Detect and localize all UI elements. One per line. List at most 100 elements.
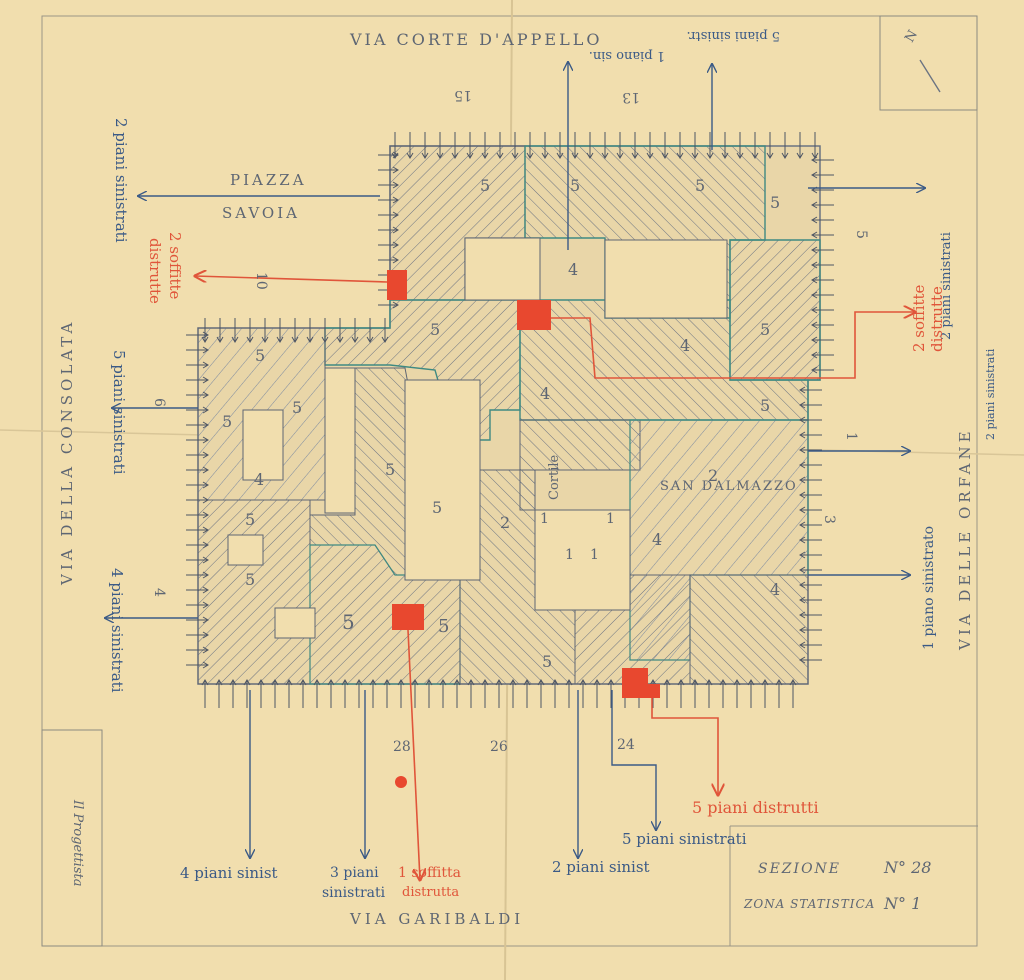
perimeter-tick-head bbox=[421, 152, 429, 159]
piazza-label-line1: PIAZZA bbox=[230, 171, 307, 189]
perimeter-tick-head bbox=[751, 152, 759, 159]
civic-number-5: 5 bbox=[853, 230, 869, 239]
perimeter-tick-head bbox=[216, 336, 224, 343]
perimeter-tick-head bbox=[691, 679, 699, 686]
perimeter-tick-head bbox=[327, 679, 335, 686]
perimeter-tick-head bbox=[691, 152, 699, 159]
perimeter-tick-head bbox=[551, 679, 559, 686]
floor-count: 4 bbox=[540, 384, 551, 403]
perimeter-tick-head bbox=[202, 391, 209, 399]
perimeter-tick-head bbox=[579, 679, 587, 686]
perimeter-tick-head bbox=[202, 526, 209, 534]
perimeter-tick-head bbox=[811, 306, 818, 314]
floor-count: 5 bbox=[245, 570, 256, 589]
floor-count: 5 bbox=[760, 320, 771, 339]
damage-label-top-b: 5 piani sinistr. bbox=[686, 28, 780, 43]
perimeter-tick-head bbox=[202, 376, 209, 384]
perimeter-tick-head bbox=[355, 679, 363, 686]
signature-box bbox=[41, 729, 103, 947]
perimeter-tick-head bbox=[811, 336, 818, 344]
blue-callout-arrows bbox=[105, 62, 925, 858]
north-arrow-line bbox=[919, 59, 941, 93]
perimeter-tick-head bbox=[397, 679, 405, 686]
civic-number-13: 13 bbox=[622, 89, 640, 105]
perimeter-tick-head bbox=[747, 679, 755, 686]
floor-count: 4 bbox=[254, 470, 265, 489]
perimeter-tick-head bbox=[271, 679, 279, 686]
perimeter-tick-head bbox=[799, 566, 806, 574]
perimeter-tick-head bbox=[586, 152, 594, 159]
perimeter-tick-head bbox=[781, 152, 789, 159]
perimeter-tick-head bbox=[202, 556, 209, 564]
north-box bbox=[879, 15, 978, 111]
damage-label-left-top: 2 piani sinistrati bbox=[112, 118, 130, 243]
perimeter-tick-head bbox=[202, 421, 209, 429]
perimeter-tick-head bbox=[565, 679, 573, 686]
floor-count: 4 bbox=[770, 580, 781, 599]
perimeter-tick-head bbox=[229, 679, 237, 686]
floor-count: 4 bbox=[568, 260, 579, 279]
perimeter-tick-head bbox=[392, 166, 399, 174]
perimeter-tick-head bbox=[202, 481, 209, 489]
civic-number-26: 26 bbox=[490, 739, 508, 755]
perimeter-tick-head bbox=[799, 626, 806, 634]
damage-label-right-red-2: distrutte bbox=[928, 286, 946, 352]
perimeter-tick-head bbox=[392, 181, 399, 189]
perimeter-tick-head bbox=[775, 679, 783, 686]
floor-count: 2 bbox=[500, 513, 511, 532]
floor-count: 5 bbox=[432, 498, 443, 517]
perimeter-tick-head bbox=[202, 571, 209, 579]
perimeter-tick-head bbox=[243, 679, 251, 686]
perimeter-tick-head bbox=[436, 152, 444, 159]
perimeter-tick-head bbox=[215, 679, 223, 686]
red-damage-lines bbox=[195, 276, 915, 880]
perimeter-tick-head bbox=[481, 679, 489, 686]
perimeter-tick-head bbox=[799, 401, 806, 409]
perimeter-tick-head bbox=[677, 679, 685, 686]
perimeter-tick-head bbox=[649, 679, 657, 686]
perimeter-tick-head bbox=[705, 679, 713, 686]
perimeter-tick-head bbox=[392, 226, 399, 234]
damage-label-right-red-1: 2 soffitte bbox=[910, 284, 928, 352]
perimeter-tick-head bbox=[799, 491, 806, 499]
civic-number-15: 15 bbox=[454, 87, 472, 103]
damage-label-left-red-2: distrutte bbox=[146, 238, 164, 304]
perimeter-tick-head bbox=[721, 152, 729, 159]
perimeter-tick-head bbox=[676, 152, 684, 159]
floor-count: 1 bbox=[540, 511, 549, 527]
floor-count: 1 bbox=[565, 547, 574, 563]
perimeter-tick-head bbox=[789, 679, 797, 686]
perimeter-tick-head bbox=[811, 276, 818, 284]
floor-count: 5 bbox=[438, 616, 450, 637]
perimeter-tick-head bbox=[351, 336, 359, 343]
perimeter-tick-head bbox=[451, 152, 459, 159]
red-damage-markers bbox=[387, 270, 660, 788]
piazza-label-line2: SAVOIA bbox=[222, 204, 300, 222]
perimeter-tick-head bbox=[381, 336, 389, 343]
perimeter-tick-head bbox=[202, 331, 209, 339]
civic-number-10: 10 bbox=[253, 272, 269, 290]
perimeter-tick-head bbox=[607, 679, 615, 686]
perimeter-tick-head bbox=[811, 246, 818, 254]
perimeter-tick-head bbox=[202, 451, 209, 459]
damage-label-bottom-1: 4 piani sinist bbox=[180, 864, 278, 882]
perimeter-tick-head bbox=[733, 679, 741, 686]
floor-count: 1 bbox=[606, 511, 615, 527]
perimeter-tick-head bbox=[201, 336, 209, 343]
civic-number-4: 4 bbox=[151, 588, 167, 597]
floor-count: 5 bbox=[292, 398, 303, 417]
perimeter-tick-head bbox=[299, 679, 307, 686]
perimeter-tick-head bbox=[392, 241, 399, 249]
perimeter-tick-head bbox=[202, 601, 209, 609]
damage-label-bottom-3: 2 piani sinist bbox=[552, 858, 650, 876]
perimeter-tick-head bbox=[411, 679, 419, 686]
floor-count: 5 bbox=[245, 510, 256, 529]
perimeter-tick-head bbox=[341, 679, 349, 686]
perimeter-tick-head bbox=[663, 679, 671, 686]
perimeter-tick-head bbox=[616, 152, 624, 159]
perimeter-tick-head bbox=[466, 152, 474, 159]
perimeter-tick-head bbox=[202, 346, 209, 354]
perimeter-tick-head bbox=[511, 152, 519, 159]
perimeter-arrows bbox=[186, 132, 834, 708]
perimeter-tick-head bbox=[811, 351, 818, 359]
